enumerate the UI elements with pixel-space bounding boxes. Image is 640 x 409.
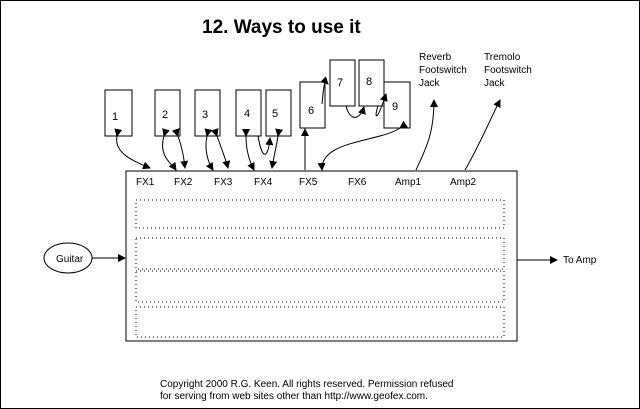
svg-text:Jack: Jack xyxy=(484,78,506,89)
reverb-footswitch-label: Reverb Footswitch Jack xyxy=(419,52,467,89)
jack-label-fx1: FX1 xyxy=(136,177,155,188)
pedal-2: 2 xyxy=(154,89,181,137)
pedal-5-box xyxy=(265,89,292,137)
pedal-9: 9 xyxy=(383,81,411,129)
pedal-3: 3 xyxy=(194,89,221,137)
pedal-4-box xyxy=(235,89,262,137)
wire-pedal4-to-pedal5 xyxy=(257,135,274,155)
pedal-1: 1 xyxy=(104,89,133,137)
pedal-4-number: 4 xyxy=(244,108,250,120)
loop-wires xyxy=(114,76,501,171)
pedal-4: 4 xyxy=(235,89,262,137)
wire-pedal1-fx1 xyxy=(114,128,151,170)
pedal-row-2 xyxy=(135,237,505,270)
wire-pedal3-fx3-send xyxy=(204,128,214,171)
wire-pedal7-to-pedal8 xyxy=(345,105,366,118)
jack-label-fx4: FX4 xyxy=(254,177,273,188)
pedal-9-box xyxy=(383,81,411,129)
pedal-1-box xyxy=(104,89,133,137)
pedal-row-1 xyxy=(135,199,505,229)
pedal-9-number: 9 xyxy=(392,101,398,113)
pedal-5: 5 xyxy=(265,89,292,137)
copyright-line-2: for serving from web sites other than ht… xyxy=(160,391,428,402)
jack-label-fx3: FX3 xyxy=(214,177,233,188)
output-label: To Amp xyxy=(563,255,597,266)
diagram-title: 12. Ways to use it xyxy=(202,17,361,38)
wire-pedal2-fx2-return xyxy=(171,128,189,169)
jack-label-fx2: FX2 xyxy=(174,177,193,188)
jack-label-fx6: FX6 xyxy=(348,177,367,188)
pedal-1-number: 1 xyxy=(112,111,118,123)
svg-text:Reverb: Reverb xyxy=(419,52,452,63)
tremolo-footswitch-label: Tremolo Footswitch Jack xyxy=(484,52,532,89)
wire-pedal2-fx2-send xyxy=(162,128,177,171)
jack-label-amp1: Amp1 xyxy=(395,177,422,188)
svg-text:Tremolo: Tremolo xyxy=(484,52,521,63)
wire-amp1-reverb xyxy=(415,99,438,171)
pedal-6: 6 xyxy=(299,81,326,129)
pedal-8-number: 8 xyxy=(366,76,372,88)
pedal-6-number: 6 xyxy=(308,105,314,117)
pedal-row-3 xyxy=(135,270,505,303)
wire-pedal8-to-pedal9 xyxy=(375,93,388,117)
pedalboard-box xyxy=(125,170,518,342)
svg-text:Footswitch: Footswitch xyxy=(484,65,532,76)
pedal-5-number: 5 xyxy=(272,108,278,120)
svg-text:Jack: Jack xyxy=(419,78,441,89)
wire-amp2-tremolo xyxy=(464,99,501,171)
pedal-7-box xyxy=(329,59,356,107)
pedal-7: 7 xyxy=(329,59,356,107)
jack-label-amp2: Amp2 xyxy=(450,177,477,188)
pedal-3-number: 3 xyxy=(202,109,208,121)
pedal-6-box xyxy=(299,81,326,129)
wire-pedal3-fx3-return xyxy=(210,128,231,169)
pedal-8-box xyxy=(358,59,385,107)
wire-pedal6-to-pedal7 xyxy=(320,76,329,105)
wire-pedal4-fx4 xyxy=(241,128,255,171)
guitar-label: Guitar xyxy=(56,254,84,265)
pedal-8: 8 xyxy=(358,59,385,107)
jack-label-fx5: FX5 xyxy=(299,177,318,188)
pedal-2-number: 2 xyxy=(162,109,168,121)
svg-text:Footswitch: Footswitch xyxy=(419,65,467,76)
pedal-row-4 xyxy=(135,306,505,338)
wire-pedal5-fx4 xyxy=(269,128,284,169)
pedal-7-number: 7 xyxy=(337,77,343,89)
copyright-line-1: Copyright 2000 R.G. Keen. All rights res… xyxy=(160,379,453,390)
wire-pedal9-fx6 xyxy=(317,120,409,171)
